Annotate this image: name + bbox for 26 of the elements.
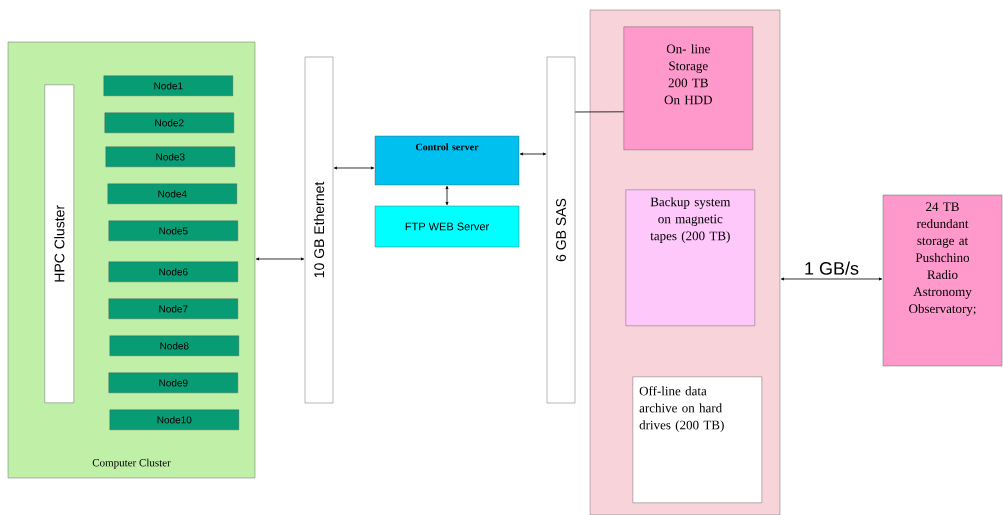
cluster-node-box: Node6: [108, 261, 238, 282]
cluster-node-box: Node2: [104, 112, 234, 133]
cluster-node-box: Node9: [108, 372, 238, 393]
vertical-bar: 10 GB Ethernet: [304, 56, 334, 404]
arrow: [445, 185, 449, 206]
cluster-node-box: Node8: [109, 335, 239, 356]
connector-line: [574, 111, 624, 113]
server-box: Control server: [374, 135, 520, 186]
arrow: [519, 152, 547, 156]
arrow: [780, 277, 883, 281]
vertical-bar: 6 GB SAS: [546, 56, 576, 404]
edge-label: 1 GB/s: [803, 260, 860, 276]
storage-box: On- line Storage 200 TB On HDD: [623, 26, 753, 150]
arrow: [255, 257, 305, 261]
cluster-node-box: Node1: [103, 75, 233, 96]
cluster-node-box: Node4: [107, 183, 237, 204]
arrow: [333, 166, 375, 170]
storage-box: 24 TB redundant storage at Pushchino Radio Astronomy Observatory;: [882, 194, 1003, 367]
server-box: FTP WEB Server: [374, 205, 520, 248]
storage-box: Off-line data archive on hard drives (200 TB): [632, 376, 762, 503]
vertical-bar: HPC Cluster: [44, 84, 74, 403]
cluster-node-box: Node5: [108, 220, 238, 241]
cluster-node-box: Node10: [109, 409, 239, 430]
storage-box: Backup system on magnetic tapes (200 TB): [625, 189, 755, 326]
cluster-node-box: Node7: [108, 298, 238, 319]
cluster-node-box: Node3: [105, 146, 235, 167]
